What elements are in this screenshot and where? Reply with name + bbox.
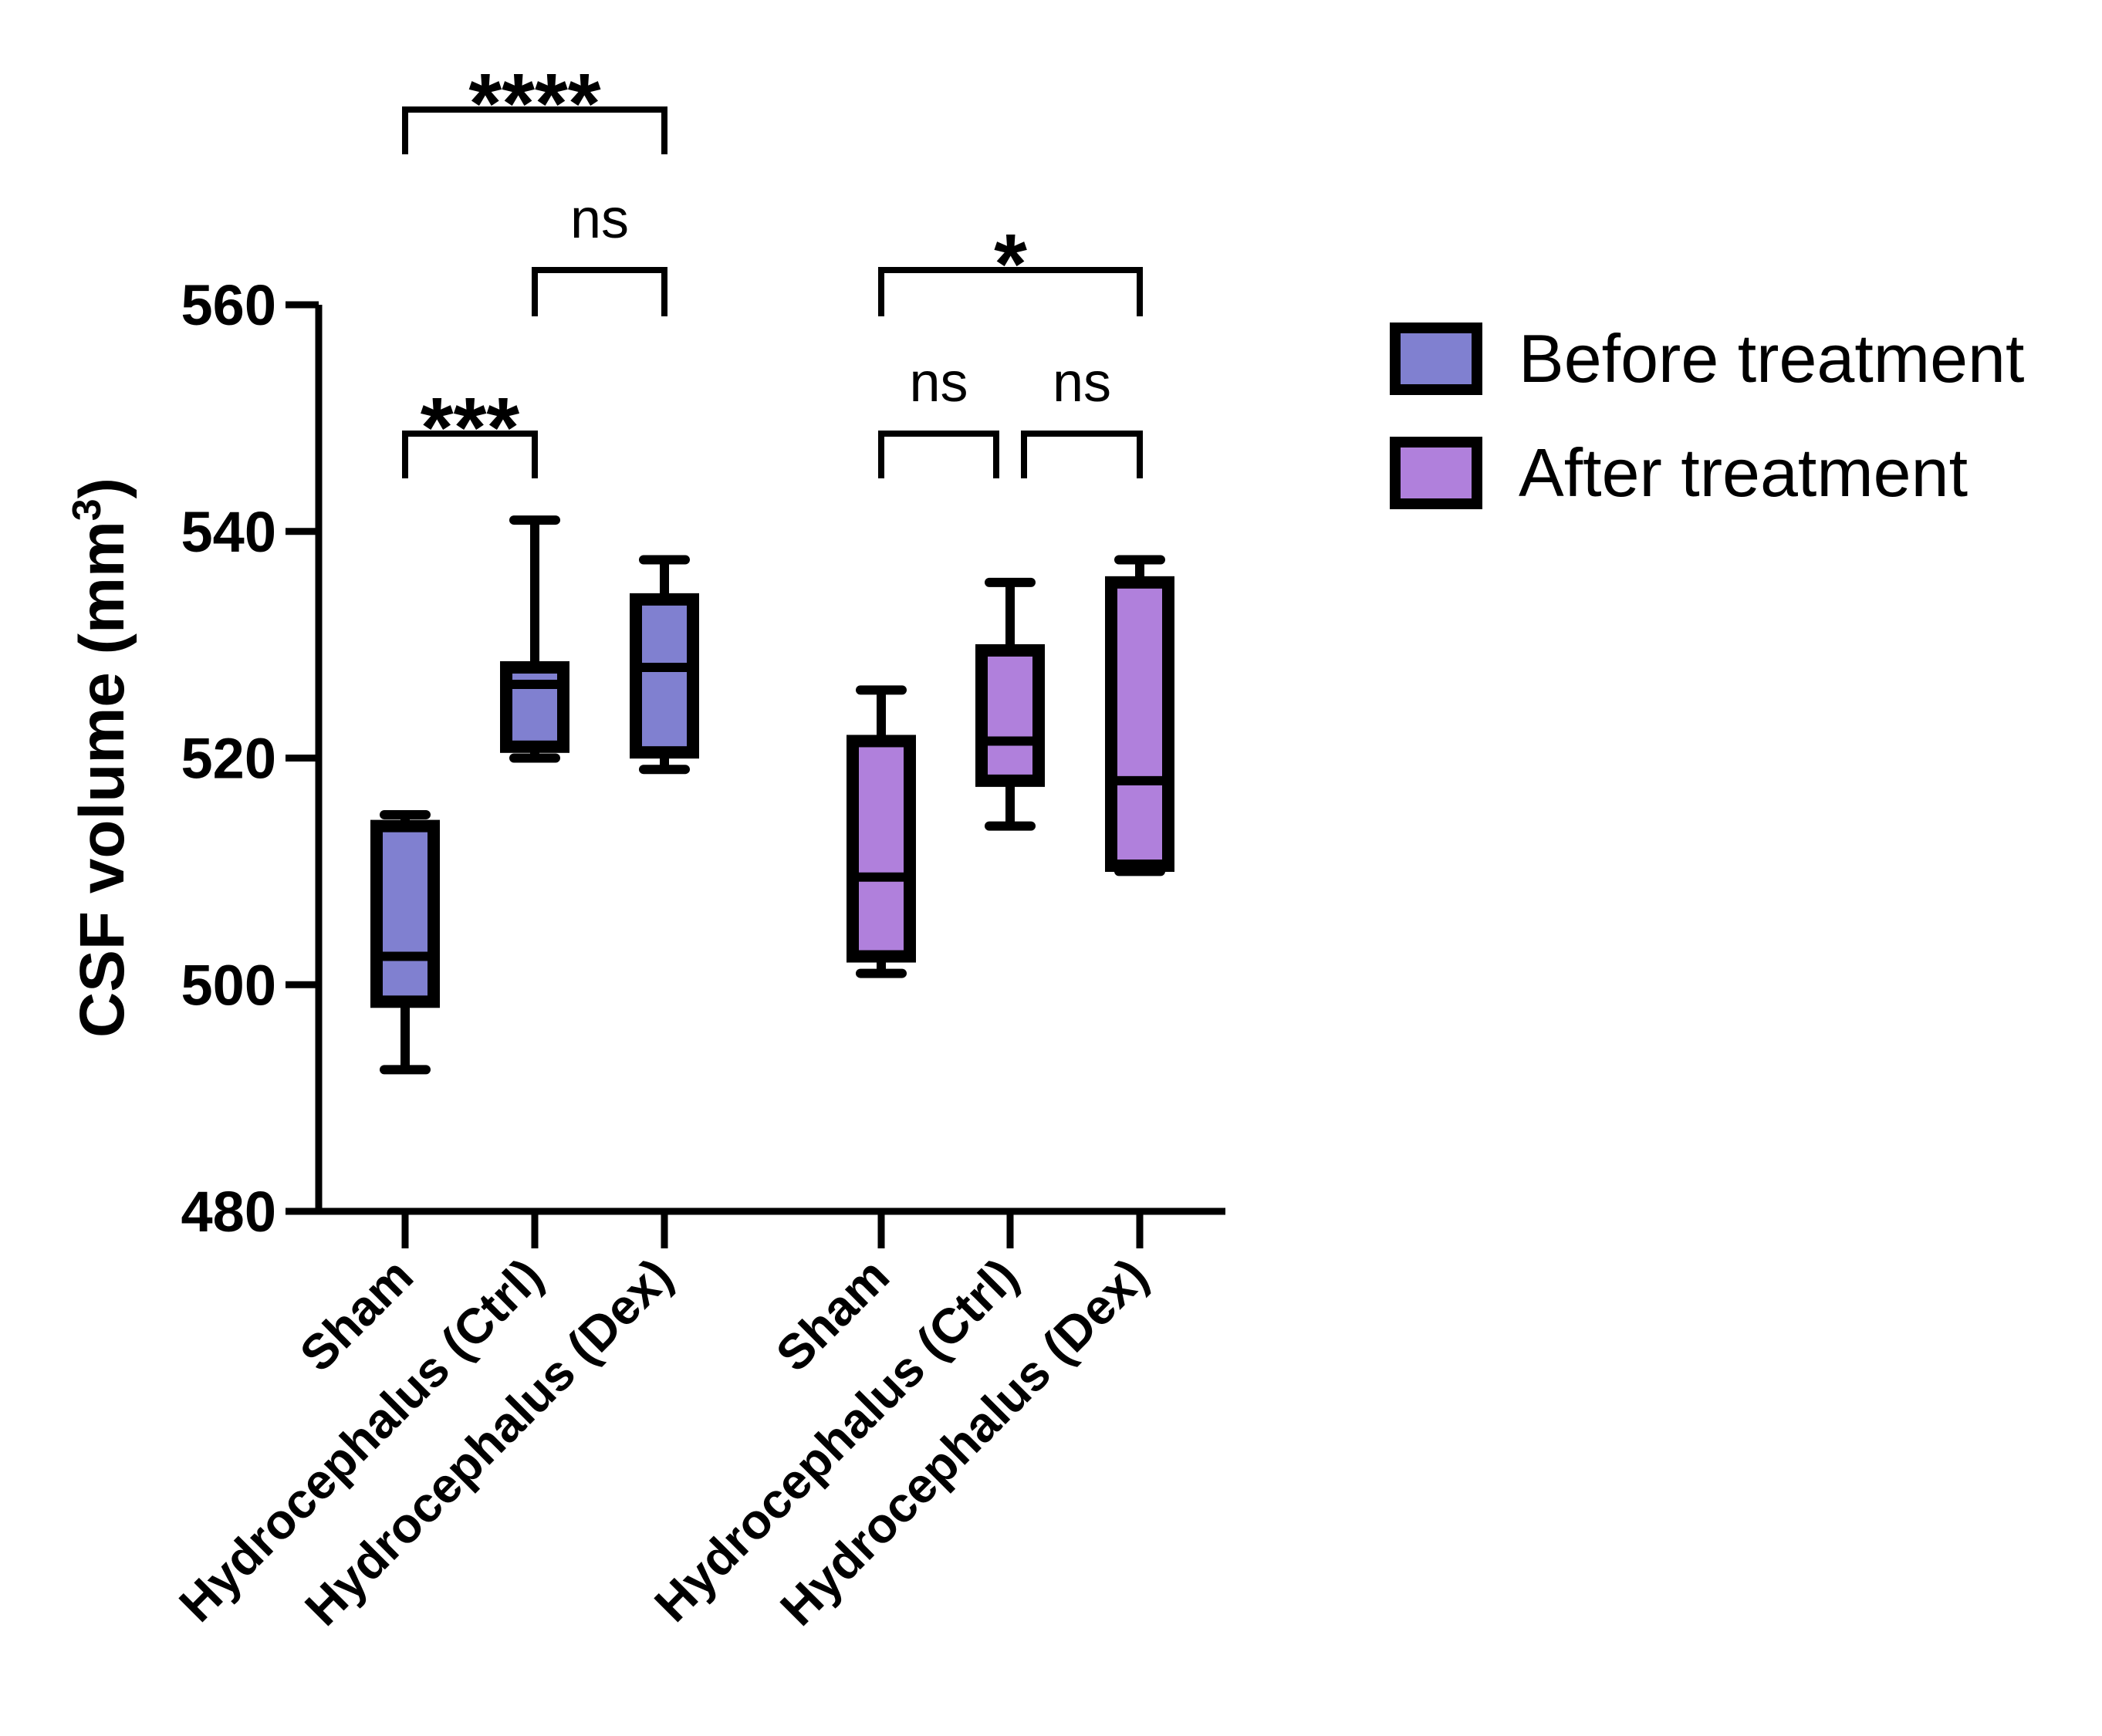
bracket-line (402, 431, 538, 478)
y-tick-label-520: 520 (181, 727, 276, 791)
y-ticks: 480 500 520 540 560 (181, 273, 319, 1244)
y-axis-title: CSF volume (mm3) (65, 478, 137, 1038)
y-tick-label-540: 540 (181, 500, 276, 564)
significance-label: * (994, 217, 1027, 312)
significance-bracket-2: *** (402, 380, 538, 478)
significance-label: ns (570, 188, 629, 250)
legend-item-1: After treatment (1390, 434, 1968, 511)
significance-bracket-5: ns (1021, 352, 1143, 478)
box-iqr (500, 661, 569, 753)
box-1-4 (975, 577, 1045, 831)
y-axis-title-main: CSF volume (mm (67, 521, 137, 1038)
y-axis-title-close: ) (67, 478, 137, 498)
bracket-line (878, 431, 999, 478)
legend-item-0: Before treatment (1390, 320, 2024, 397)
y-tick-label-480: 480 (181, 1180, 276, 1244)
bracket-line (402, 106, 667, 154)
box-1-3 (847, 685, 916, 978)
box-iqr (1105, 576, 1174, 873)
significance-bracket-4: ns (878, 352, 999, 478)
y-axis: 480 500 520 540 560 CSF volume (mm3) (65, 273, 323, 1244)
box-iqr (847, 735, 916, 963)
box-iqr (975, 643, 1045, 787)
significance-bracket-0: **** (402, 56, 667, 154)
legend-swatch (1390, 437, 1482, 509)
box-0-0 (370, 809, 440, 1075)
legend-label: After treatment (1519, 434, 1968, 511)
significance-label: ns (1053, 352, 1111, 414)
box-iqr (630, 593, 699, 759)
significance-bracket-3: * (878, 217, 1143, 316)
bracket-line (878, 267, 1143, 316)
significance-label: *** (421, 380, 520, 475)
box-0-2 (630, 555, 699, 775)
bracket-line (1021, 431, 1143, 478)
legend-label: Before treatment (1519, 320, 2024, 397)
legend-swatch (1390, 323, 1482, 395)
y-tick-label-560: 560 (181, 273, 276, 337)
significance-label: ns (909, 352, 968, 414)
y-axis-title-superscript: 3 (65, 498, 110, 521)
significance-bracket-1: ns (532, 188, 667, 316)
bracket-line (532, 267, 667, 316)
significance-label: **** (468, 56, 600, 151)
box-0-1 (500, 515, 569, 763)
box-1-5 (1105, 555, 1174, 876)
box-iqr (370, 819, 440, 1008)
y-tick-label-500: 500 (181, 953, 276, 1017)
box-plots (370, 515, 1174, 1075)
